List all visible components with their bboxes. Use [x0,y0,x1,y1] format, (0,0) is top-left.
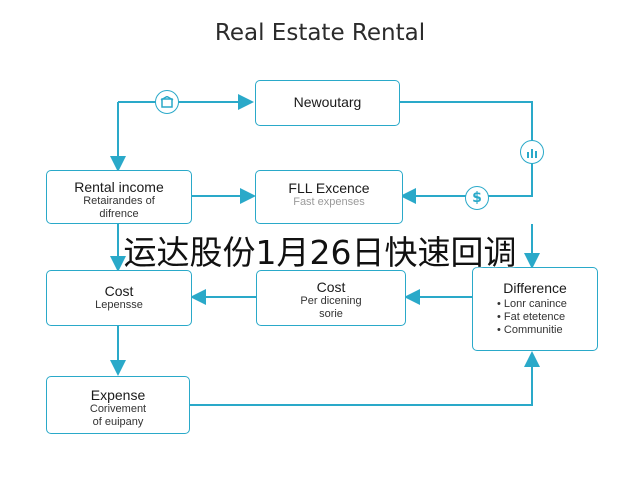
node-expense: Expense Corivement of euipany [46,376,190,434]
dollar-icon: $ [465,186,489,210]
node-fll-excence: FLL Excence Fast expenses [255,170,403,224]
diagram-title: Real Estate Rental [214,20,426,46]
house-icon [155,90,179,114]
cost-left-sub1: Lepensse [95,299,143,311]
node-cost-left: Cost Lepensse [46,270,192,326]
node-difference: Difference • Lonr canince • Fat etetence… [472,267,598,351]
arrow-expense-to-diff [190,351,540,406]
fll-excence-heading: FLL Excence [288,180,370,196]
cost-mid-sub2: sorie [319,308,343,320]
expense-sub2: of euipany [92,416,144,428]
difference-list: • Lonr canince • Fat etetence • Communit… [473,298,597,337]
node-rental-income: Rental income Retairandes of difrence [46,170,192,224]
node-newoutarg: Newoutarg [255,80,400,126]
list-item: • Fat etetence [497,311,566,323]
node-cost-mid: Cost Per dicening sorie [256,270,406,326]
difference-heading: Difference [503,280,567,296]
list-item: • Communitie [497,324,563,336]
expense-heading: Expense [90,387,146,403]
list-item: • Lonr canince [497,298,567,310]
cost-mid-sub1: Per dicening [300,295,362,307]
arrow-right-loop [400,101,533,204]
expense-sub1: Corivement [89,403,147,415]
cost-mid-heading: Cost [316,279,346,295]
rental-income-heading: Rental income [74,179,164,195]
rental-income-sub1: Retairandes of [83,195,155,207]
bar-chart-icon [520,140,544,164]
fll-excence-sub1: Fast expenses [293,196,365,208]
cost-left-heading: Cost [104,283,134,299]
newoutarg-heading: Newoutarg [293,94,362,110]
rental-income-sub2: difrence [99,208,139,220]
overlay-caption: 运达股份1月26日快速回调 [123,233,517,272]
